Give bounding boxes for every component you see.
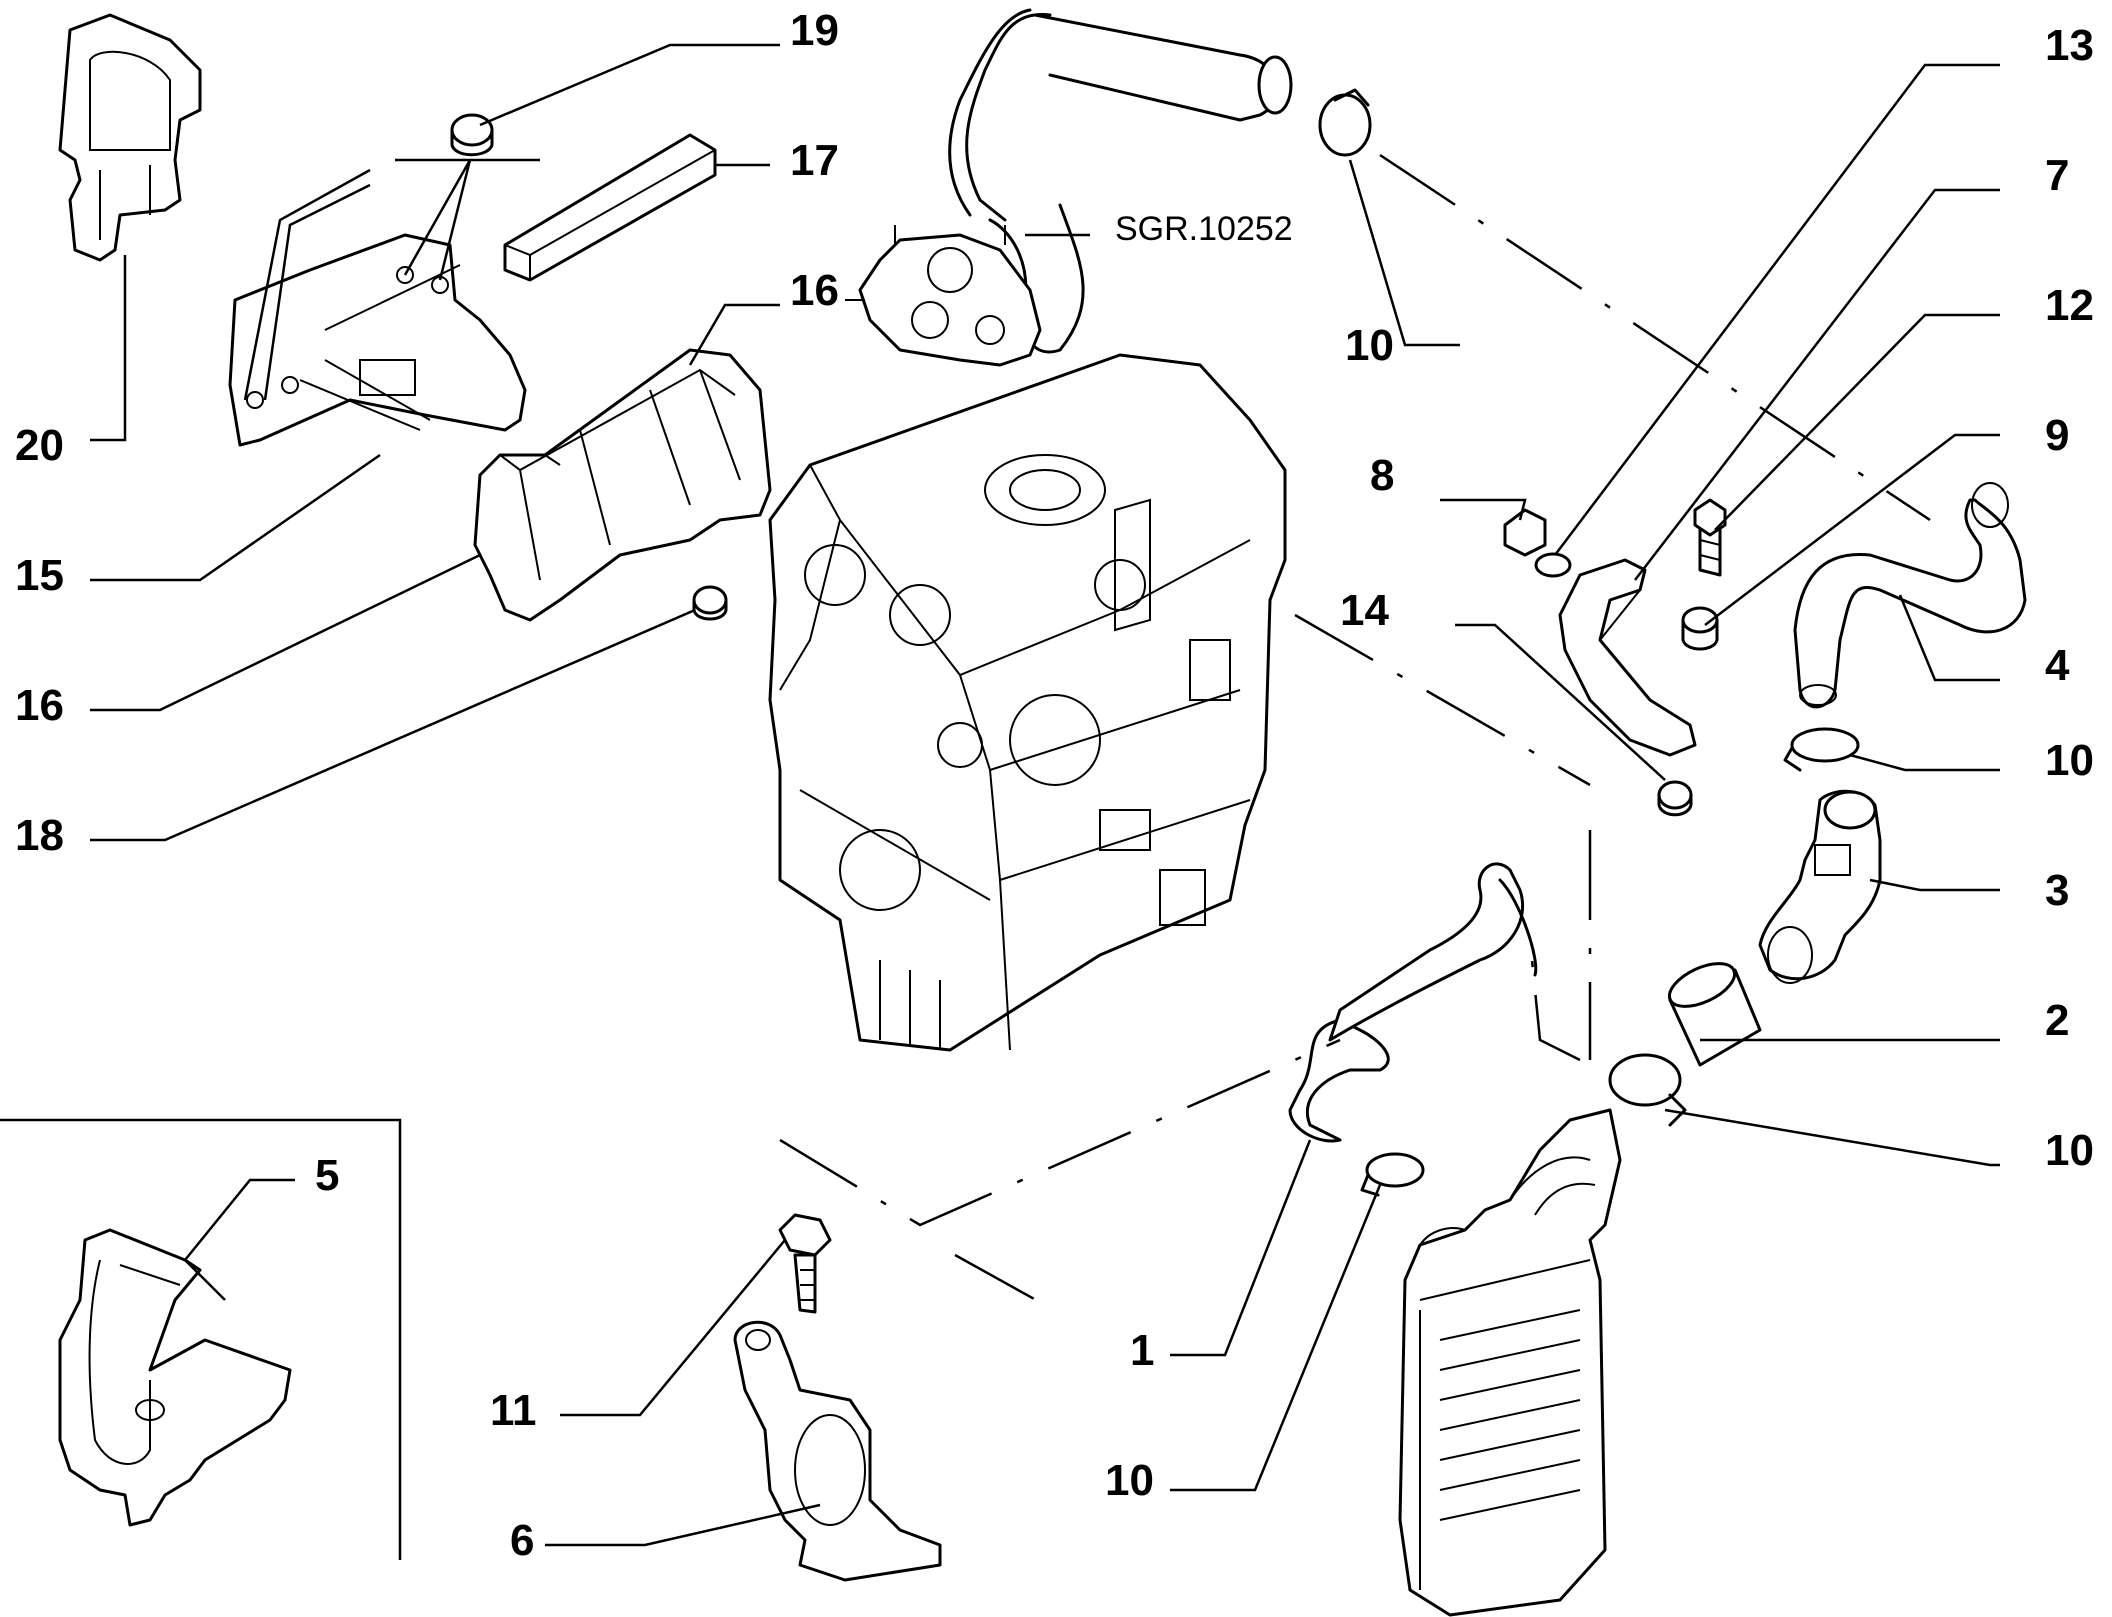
part-4-hose <box>1793 482 2027 709</box>
detail-box-frame <box>0 1118 402 1560</box>
part-15-mounting-plate <box>228 233 527 447</box>
part-10-clamp-top <box>1318 88 1372 157</box>
turbo-inlet-pipe <box>948 8 1293 354</box>
part-8-nut <box>1503 508 1547 557</box>
leader-lines <box>90 43 2000 1547</box>
part-18-grommet <box>692 585 728 621</box>
callout-16-top: 16 <box>790 266 839 315</box>
part-10-clamp-right-lower <box>1608 1053 1687 1127</box>
part-10-clamp-right-upper <box>1783 727 1860 772</box>
callout-11: 11 <box>490 1386 537 1435</box>
callout-labels: 19 17 16 20 15 16 18 SGR.10252 10 8 14 1… <box>15 6 2094 1565</box>
callout-13: 13 <box>2045 21 2094 70</box>
part-6-bracket <box>733 1320 942 1582</box>
callout-7: 7 <box>2045 151 2069 200</box>
part-20-bracket <box>58 13 202 262</box>
intercooler <box>1398 1108 1622 1617</box>
callout-16-left: 16 <box>15 681 64 730</box>
callout-15: 15 <box>15 551 64 600</box>
part-17-strip <box>503 133 717 282</box>
part-5-bracket <box>58 1228 292 1527</box>
callout-6: 6 <box>510 1516 534 1565</box>
callout-17: 17 <box>790 136 839 185</box>
part-1-hose <box>1288 862 1538 1143</box>
part-10-clamp-bottom <box>1360 1152 1425 1197</box>
part-3-elbow-pipe <box>1758 789 1882 984</box>
callout-19: 19 <box>790 6 839 55</box>
callout-5: 5 <box>315 1151 339 1200</box>
callout-18: 18 <box>15 811 64 860</box>
callout-3: 3 <box>2045 866 2069 915</box>
callout-10-right-lower: 10 <box>2045 1126 2094 1175</box>
callout-10-top: 10 <box>1345 321 1394 370</box>
callout-10-bottom: 10 <box>1105 1456 1154 1505</box>
turbocharger <box>845 225 1042 367</box>
part-13-washer <box>1534 552 1572 578</box>
callout-8: 8 <box>1370 451 1394 500</box>
callout-10-right-upper: 10 <box>2045 736 2094 785</box>
callout-4: 4 <box>2045 641 2070 690</box>
part-16-cover <box>473 348 772 622</box>
callout-9: 9 <box>2045 411 2069 460</box>
callout-20: 20 <box>15 421 64 470</box>
part-9-spacer <box>1681 606 1719 651</box>
part-2-sleeve <box>1667 962 1762 1067</box>
drawing-code: SGR.10252 <box>1115 210 1293 248</box>
part-11-bolt <box>778 1213 832 1314</box>
part-7-bracket <box>1558 558 1697 757</box>
engine-block <box>768 353 1287 1052</box>
callout-12: 12 <box>2045 281 2094 330</box>
callout-1: 1 <box>1130 1326 1154 1375</box>
callout-2: 2 <box>2045 996 2069 1045</box>
part-19-nut <box>450 113 494 157</box>
part-14-nut <box>1657 780 1693 817</box>
part-12-bolt <box>1693 498 1727 577</box>
assembly-lines <box>779 153 1931 1307</box>
callout-14: 14 <box>1340 586 1389 635</box>
